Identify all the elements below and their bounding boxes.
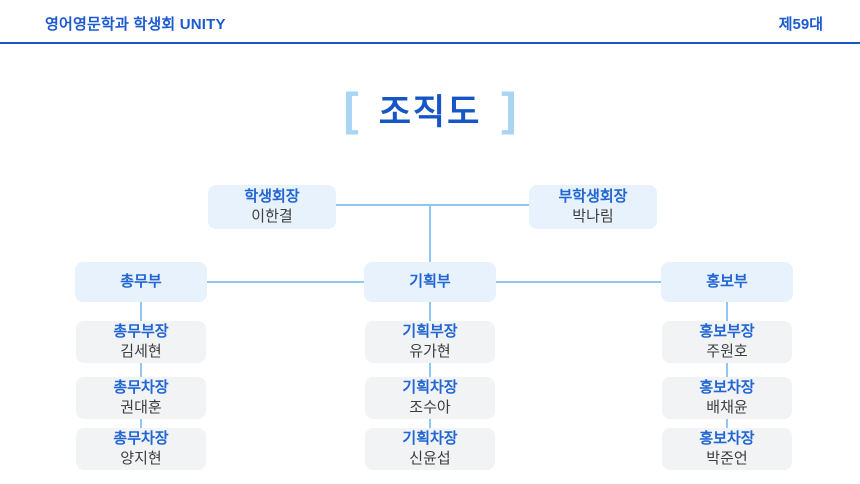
person-name: 배채윤 bbox=[706, 399, 748, 416]
connector-dept-row-left bbox=[207, 281, 364, 283]
connector-col2-seg2 bbox=[429, 363, 431, 377]
dept-label: 홍보부 bbox=[706, 273, 748, 290]
connector-col2-seg3 bbox=[429, 419, 431, 428]
org-box-member: 홍보차장 배채윤 bbox=[662, 377, 792, 419]
header-divider bbox=[0, 42, 860, 44]
org-box-member: 홍보차장 박준언 bbox=[662, 428, 792, 470]
org-box-vice-president: 부학생회장 박나림 bbox=[529, 185, 657, 229]
org-box-member: 총무차장 양지현 bbox=[76, 428, 206, 470]
role-label: 기획차장 bbox=[402, 379, 458, 396]
org-box-president: 학생회장 이한결 bbox=[208, 185, 336, 229]
page-title: [ 조직도 ] bbox=[0, 84, 860, 140]
connector-col3-seg2 bbox=[726, 363, 728, 377]
connector-col1-seg1 bbox=[140, 302, 142, 321]
role-label: 기획부장 bbox=[402, 323, 458, 340]
role-label: 부학생회장 bbox=[558, 188, 628, 205]
connector-leaders-to-depts bbox=[429, 204, 431, 263]
org-box-member: 총무차장 권대훈 bbox=[76, 377, 206, 419]
org-box-member: 기획차장 신윤섭 bbox=[365, 428, 495, 470]
connector-col3-seg1 bbox=[726, 302, 728, 321]
dept-label: 기획부 bbox=[409, 273, 451, 290]
role-label: 총무차장 bbox=[113, 430, 169, 447]
connector-dept-row-right bbox=[496, 281, 662, 283]
person-name: 신윤섭 bbox=[409, 450, 451, 467]
role-label: 홍보부장 bbox=[699, 323, 755, 340]
org-box-dept-planning: 기획부 bbox=[364, 262, 496, 302]
title-bracket-left-icon: [ bbox=[343, 83, 359, 135]
org-box-member: 홍보부장 주원호 bbox=[662, 321, 792, 363]
title-text: 조직도 bbox=[378, 92, 482, 132]
org-box-dept-public-relations: 홍보부 bbox=[661, 262, 793, 302]
person-name: 주원호 bbox=[706, 343, 748, 360]
title-bracket-right-icon: ] bbox=[501, 83, 517, 135]
org-box-dept-general-affairs: 총무부 bbox=[75, 262, 207, 302]
dept-label: 총무부 bbox=[120, 273, 162, 290]
connector-col1-seg3 bbox=[140, 419, 142, 428]
person-name: 권대훈 bbox=[120, 399, 162, 416]
connector-leaders-horizontal bbox=[336, 204, 530, 206]
person-name: 이한결 bbox=[251, 208, 293, 225]
role-label: 홍보차장 bbox=[699, 379, 755, 396]
connector-col2-seg1 bbox=[429, 302, 431, 321]
role-label: 학생회장 bbox=[244, 188, 300, 205]
person-name: 박나림 bbox=[572, 208, 614, 225]
person-name: 박준언 bbox=[706, 450, 748, 467]
header-title: 영어영문학과 학생회 UNITY bbox=[45, 16, 226, 33]
org-box-member: 총무부장 김세현 bbox=[76, 321, 206, 363]
org-box-member: 기획부장 유가현 bbox=[365, 321, 495, 363]
header-term-badge: 제59대 bbox=[778, 16, 823, 33]
org-box-member: 기획차장 조수아 bbox=[365, 377, 495, 419]
person-name: 조수아 bbox=[409, 399, 451, 416]
role-label: 총무차장 bbox=[113, 379, 169, 396]
connector-col1-seg2 bbox=[140, 363, 142, 377]
person-name: 양지현 bbox=[120, 450, 162, 467]
person-name: 김세현 bbox=[120, 343, 162, 360]
connector-col3-seg3 bbox=[726, 419, 728, 428]
role-label: 기획차장 bbox=[402, 430, 458, 447]
role-label: 총무부장 bbox=[113, 323, 169, 340]
role-label: 홍보차장 bbox=[699, 430, 755, 447]
person-name: 유가현 bbox=[409, 343, 451, 360]
